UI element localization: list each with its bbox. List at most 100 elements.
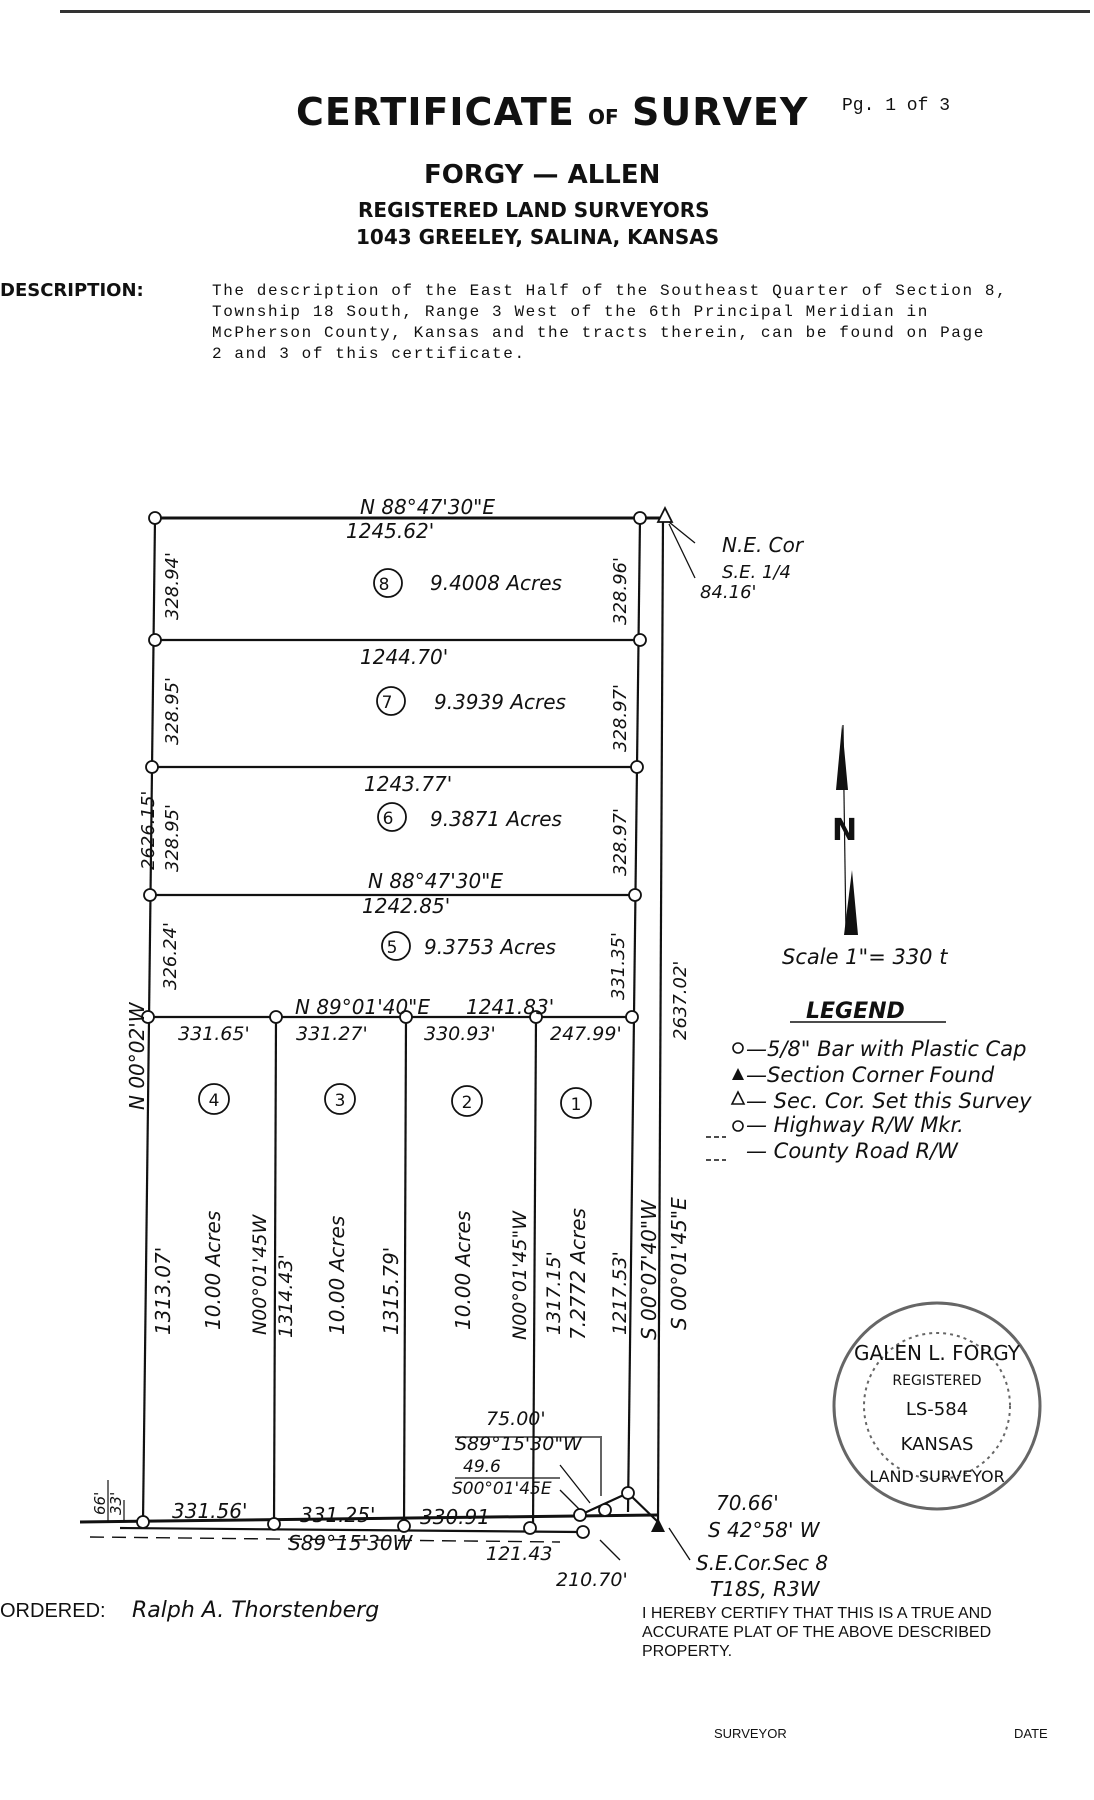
label-tract7-acres: 9.3939 Acres bbox=[434, 690, 566, 714]
road-line-a bbox=[79, 1513, 659, 1524]
title-of: OF bbox=[588, 105, 619, 129]
label-tract4-acres: 10.00 Acres bbox=[201, 1211, 225, 1330]
label-dist-top: 1245.62' bbox=[346, 519, 434, 543]
divider-4-3 bbox=[272, 1016, 278, 1529]
label-bearing-top: N 88°47'30"E bbox=[360, 495, 495, 519]
label-right-328-96: 328.96' bbox=[610, 557, 631, 625]
label-dist-8-7: 1244.70' bbox=[360, 645, 448, 669]
description-label: DESCRIPTION: bbox=[0, 280, 144, 301]
label-d-49-6: 49.6 bbox=[463, 1457, 501, 1477]
seal-title: LAND SURVEYOR bbox=[869, 1467, 1004, 1486]
page-number: Pg. 1 of 3 bbox=[842, 96, 951, 116]
label-dist-lower: 1241.83' bbox=[466, 995, 554, 1019]
north-label: N bbox=[832, 813, 857, 848]
label-bearing-mid: N 88°47'30"E bbox=[368, 869, 503, 893]
label-ne-cor-3: 84.16' bbox=[700, 582, 756, 603]
label-bear-1-2: N00°01'45"W bbox=[509, 1210, 531, 1340]
divider-2-1 bbox=[531, 1016, 538, 1531]
label-tract3-acres: 10.00 Acres bbox=[325, 1216, 349, 1335]
label-d-121-43: 121.43 bbox=[486, 1543, 552, 1565]
scale-label: Scale 1"= 330 t bbox=[782, 945, 948, 969]
label-d-75-00: 75.00' bbox=[486, 1408, 546, 1430]
seal-state: KANSAS bbox=[901, 1434, 974, 1455]
label-v-1314-43: 1314.43' bbox=[275, 1254, 297, 1338]
label-v-1313-07: 1313.07' bbox=[151, 1247, 175, 1335]
label-right-331-35: 331.35' bbox=[608, 932, 629, 1000]
label-bottom-bearing: S89°15'30W bbox=[288, 1531, 414, 1555]
label-right-total: 2637.02' bbox=[670, 961, 691, 1040]
label-left-328-95b: 328.95' bbox=[162, 804, 183, 872]
label-tract6-no: 6 bbox=[383, 809, 394, 829]
label-tract1-no: 1 bbox=[571, 1095, 582, 1115]
label-tract5-no: 5 bbox=[387, 938, 398, 958]
label-tract1-acres: 7.2772 Acres bbox=[566, 1208, 590, 1340]
label-left-bearing: N 00°02'W bbox=[125, 1001, 149, 1110]
label-row-33: 33' bbox=[107, 1492, 125, 1515]
row-dashed-line bbox=[89, 1536, 561, 1543]
certify-line-2: ACCURATE PLAT OF THE ABOVE DESCRIBED bbox=[642, 1624, 992, 1641]
label-tract7-no: 7 bbox=[382, 693, 393, 713]
surveyor-seal bbox=[832, 1301, 1042, 1511]
label-v-1317-15: 1317.15' bbox=[543, 1251, 565, 1335]
label-tract3-no: 3 bbox=[335, 1091, 346, 1111]
label-left-328-94: 328.94' bbox=[162, 552, 183, 620]
seal-name: GALEN L. FORGY bbox=[854, 1341, 1021, 1365]
label-v-1217-53: 1217.53' bbox=[609, 1251, 631, 1335]
date-label: DATE bbox=[1014, 1726, 1048, 1741]
label-d-70-66: 70.66' bbox=[716, 1491, 779, 1515]
label-tract6-acres: 9.3871 Acres bbox=[430, 807, 562, 831]
label-right-328-97b: 328.97' bbox=[610, 808, 631, 876]
label-dist-6-5: 1242.85' bbox=[362, 894, 450, 918]
label-top-247-99: 247.99' bbox=[550, 1023, 622, 1045]
title-survey: SURVEY bbox=[632, 90, 809, 134]
description-line-4: 2 and 3 of this certificate. bbox=[212, 345, 526, 363]
section-line bbox=[656, 515, 665, 1523]
label-tract5-acres: 9.3753 Acres bbox=[424, 935, 556, 959]
certify-line-3: PROPERTY. bbox=[642, 1643, 733, 1660]
top-border-line bbox=[60, 10, 1090, 13]
label-d-210-70: 210.70' bbox=[556, 1569, 628, 1591]
label-tract4-no: 4 bbox=[209, 1091, 220, 1111]
legend-item-corner-set: — Sec. Cor. Set this Survey bbox=[746, 1089, 1032, 1113]
divider-3-2 bbox=[402, 1016, 408, 1531]
label-v-1315-79: 1315.79' bbox=[379, 1247, 403, 1335]
label-right-bearing: S 00°01'45"E bbox=[667, 1197, 691, 1330]
label-top-330-93: 330.93' bbox=[424, 1023, 496, 1045]
description-line-2: Township 18 South, Range 3 West of the 6… bbox=[212, 303, 929, 321]
label-inner-bearing: S 00°07'40"W bbox=[637, 1199, 661, 1340]
seal-number: LS-584 bbox=[906, 1399, 968, 1420]
label-bearing-lower: N 89°01'40"E bbox=[295, 995, 430, 1019]
firm-name: FORGY — ALLEN bbox=[424, 160, 661, 190]
surveyor-label: SURVEYOR bbox=[714, 1726, 787, 1741]
label-top-331-65: 331.65' bbox=[178, 1023, 250, 1045]
label-b-s42: S 42°58' W bbox=[708, 1518, 821, 1542]
label-tract8-acres: 9.4008 Acres bbox=[430, 571, 562, 595]
label-tract2-acres: 10.00 Acres bbox=[451, 1211, 475, 1330]
legend-item-bar: —5/8" Bar with Plastic Cap bbox=[746, 1037, 1026, 1061]
label-top-331-27: 331.27' bbox=[296, 1023, 368, 1045]
label-left-total: 2626.15' bbox=[138, 791, 159, 870]
title-certificate: CERTIFICATE bbox=[296, 90, 575, 134]
label-b-s89: S89°15'30"W bbox=[455, 1433, 583, 1455]
label-se-cor-1: S.E.Cor.Sec 8 bbox=[696, 1551, 828, 1575]
label-row-66: 66' bbox=[91, 1492, 109, 1515]
label-dist-7-6: 1243.77' bbox=[364, 772, 452, 796]
north-arrow bbox=[836, 724, 858, 936]
ordered-label: ORDERED: bbox=[0, 1600, 106, 1622]
label-ne-cor-1: N.E. Cor bbox=[722, 533, 805, 557]
label-bot-331-25: 331.25' bbox=[300, 1503, 375, 1527]
firm-subtitle: REGISTERED LAND SURVEYORS bbox=[358, 198, 710, 222]
label-ne-cor-2: S.E. 1/4 bbox=[722, 562, 791, 583]
label-bot-331-56: 331.56' bbox=[172, 1499, 247, 1523]
description-line-3: McPherson County, Kansas and the tracts … bbox=[212, 324, 985, 342]
label-left-328-95a: 328.95' bbox=[162, 677, 183, 745]
legend-title: LEGEND bbox=[806, 999, 905, 1024]
legend-item-corner-found: —Section Corner Found bbox=[746, 1063, 995, 1087]
label-bear-3-4: N00°01'45W bbox=[249, 1214, 271, 1335]
label-bot-330-91: 330.91 bbox=[420, 1505, 490, 1529]
label-tract8-no: 8 bbox=[379, 575, 390, 595]
label-b-s00: S00°01'45E bbox=[452, 1479, 552, 1499]
firm-address: 1043 GREELEY, SALINA, KANSAS bbox=[356, 225, 720, 249]
label-left-326-24: 326.24' bbox=[160, 922, 181, 990]
